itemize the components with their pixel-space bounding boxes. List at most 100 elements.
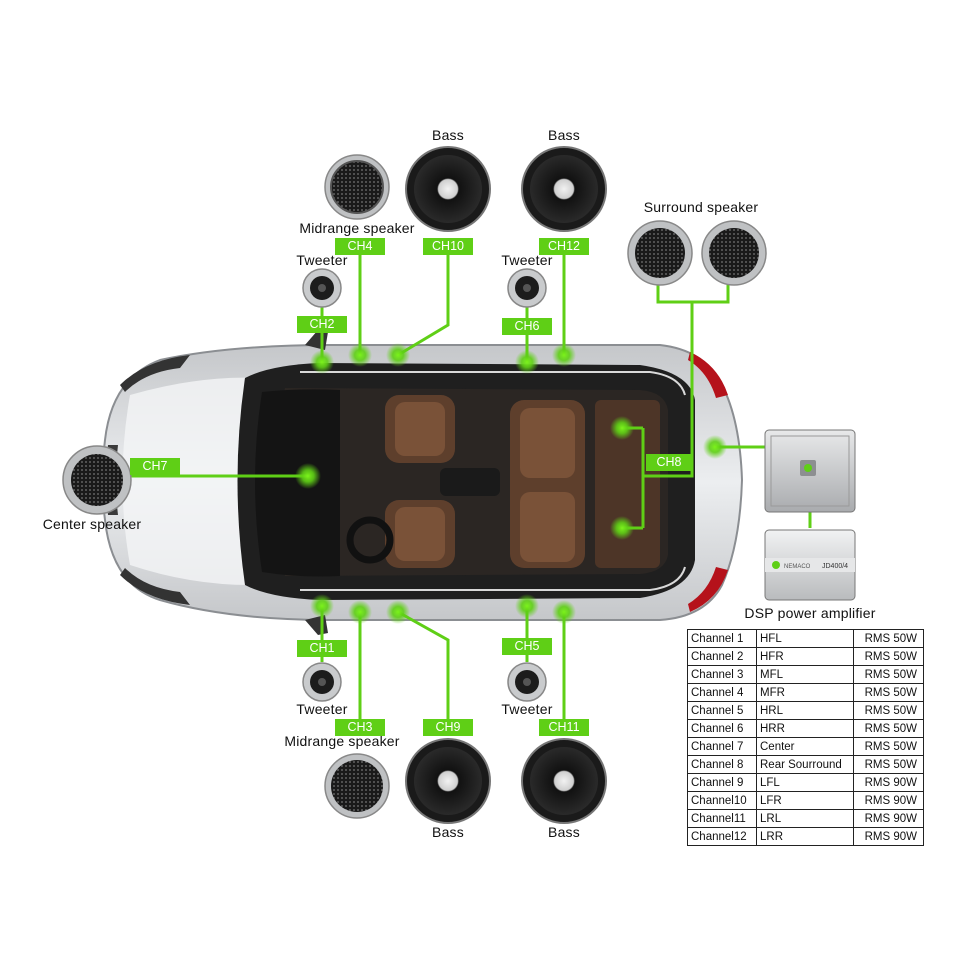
badge-ch12: CH12 <box>539 238 589 255</box>
cell-position: HFR <box>756 647 854 666</box>
cell-channel: Channel 9 <box>687 773 757 792</box>
bass-speaker-top-left <box>405 146 491 232</box>
point-mid-fr <box>348 343 372 367</box>
cell-channel: Channel 3 <box>687 665 757 684</box>
midrange-speaker-bottom <box>324 753 390 819</box>
label-bass-bottom-left: Bass <box>432 824 464 840</box>
cell-position: LFR <box>756 791 854 810</box>
cell-position: Rear Sourround <box>756 755 854 774</box>
cell-position: LRL <box>756 809 854 828</box>
cell-power: RMS 50W <box>853 647 924 666</box>
cell-power: RMS 50W <box>853 665 924 684</box>
point-bass-fr <box>386 343 410 367</box>
bass-speaker-bottom-right <box>521 738 607 824</box>
cell-channel: Channel 7 <box>687 737 757 756</box>
badge-ch8: CH8 <box>646 454 692 471</box>
center-speaker <box>62 445 132 515</box>
badge-ch1: CH1 <box>297 640 347 657</box>
badge-ch2: CH2 <box>297 316 347 333</box>
label-midrange-top: Midrange speaker <box>299 220 415 236</box>
cell-channel: Channel11 <box>687 809 757 828</box>
amp-model: JD400/4 <box>822 563 848 570</box>
point-mid-fl <box>348 600 372 624</box>
cell-channel: Channel12 <box>687 827 757 846</box>
cell-channel: Channel 2 <box>687 647 757 666</box>
cell-power: RMS 50W <box>853 719 924 738</box>
badge-ch5: CH5 <box>502 638 552 655</box>
cell-position: LRR <box>756 827 854 846</box>
point-bass-rl <box>552 600 576 624</box>
point-surround-l <box>610 516 634 540</box>
point-tweeter-fr <box>310 350 334 374</box>
point-tweeter-fl <box>310 594 334 618</box>
taillight-left <box>688 567 728 612</box>
tweeter-top-left <box>302 268 342 308</box>
point-bass-rr <box>552 343 576 367</box>
cell-power: RMS 50W <box>853 701 924 720</box>
point-bass-fl <box>386 600 410 624</box>
tweeter-bottom-left <box>302 662 342 702</box>
badge-ch7: CH7 <box>130 458 180 475</box>
cell-position: HRL <box>756 701 854 720</box>
label-bass-bottom-right: Bass <box>548 824 580 840</box>
cell-power: RMS 90W <box>853 809 924 828</box>
cell-power: RMS 50W <box>853 629 924 648</box>
badge-ch6: CH6 <box>502 318 552 335</box>
cell-power: RMS 90W <box>853 773 924 792</box>
label-midrange-bottom: Midrange speaker <box>284 733 400 749</box>
cell-position: LFL <box>756 773 854 792</box>
point-center <box>295 463 321 489</box>
cell-power: RMS 90W <box>853 791 924 810</box>
cell-position: HRR <box>756 719 854 738</box>
bass-speaker-top-right <box>521 146 607 232</box>
point-amp <box>703 435 727 459</box>
badge-ch9: CH9 <box>423 719 473 736</box>
cell-position: MFR <box>756 683 854 702</box>
dsp-amplifier: NEMACO JD400/4 <box>764 529 856 601</box>
label-tweeter-bottom-left: Tweeter <box>296 701 348 717</box>
label-tweeter-top-right: Tweeter <box>501 252 553 268</box>
surround-speaker-left <box>627 220 693 286</box>
cell-channel: Channel 1 <box>687 629 757 648</box>
amp-brand: NEMACO <box>784 564 811 570</box>
badge-ch11: CH11 <box>539 719 589 736</box>
label-bass-top-left: Bass <box>432 127 464 143</box>
cell-channel: Channel 6 <box>687 719 757 738</box>
point-tweeter-rr <box>515 350 539 374</box>
label-tweeter-top-left: Tweeter <box>296 252 348 268</box>
headlight-left <box>120 568 190 605</box>
label-surround-speaker: Surround speaker <box>643 199 759 215</box>
surround-speaker-right <box>701 220 767 286</box>
speaker-points <box>295 343 727 624</box>
cell-channel: Channel 8 <box>687 755 757 774</box>
taillight-right <box>688 352 728 398</box>
cell-position: Center <box>756 737 854 756</box>
cell-position: MFL <box>756 665 854 684</box>
badge-ch3: CH3 <box>335 719 385 736</box>
bass-speaker-bottom-left <box>405 738 491 824</box>
cell-power: RMS 50W <box>853 683 924 702</box>
badge-ch4: CH4 <box>335 238 385 255</box>
headlight-right <box>120 355 190 392</box>
label-tweeter-bottom-right: Tweeter <box>501 701 553 717</box>
label-bass-top-right: Bass <box>548 127 580 143</box>
point-tweeter-rl <box>515 594 539 618</box>
tweeter-top-right <box>507 268 547 308</box>
label-center-speaker: Center speaker <box>42 516 142 532</box>
cell-power: RMS 50W <box>853 755 924 774</box>
cell-position: HFL <box>756 629 854 648</box>
